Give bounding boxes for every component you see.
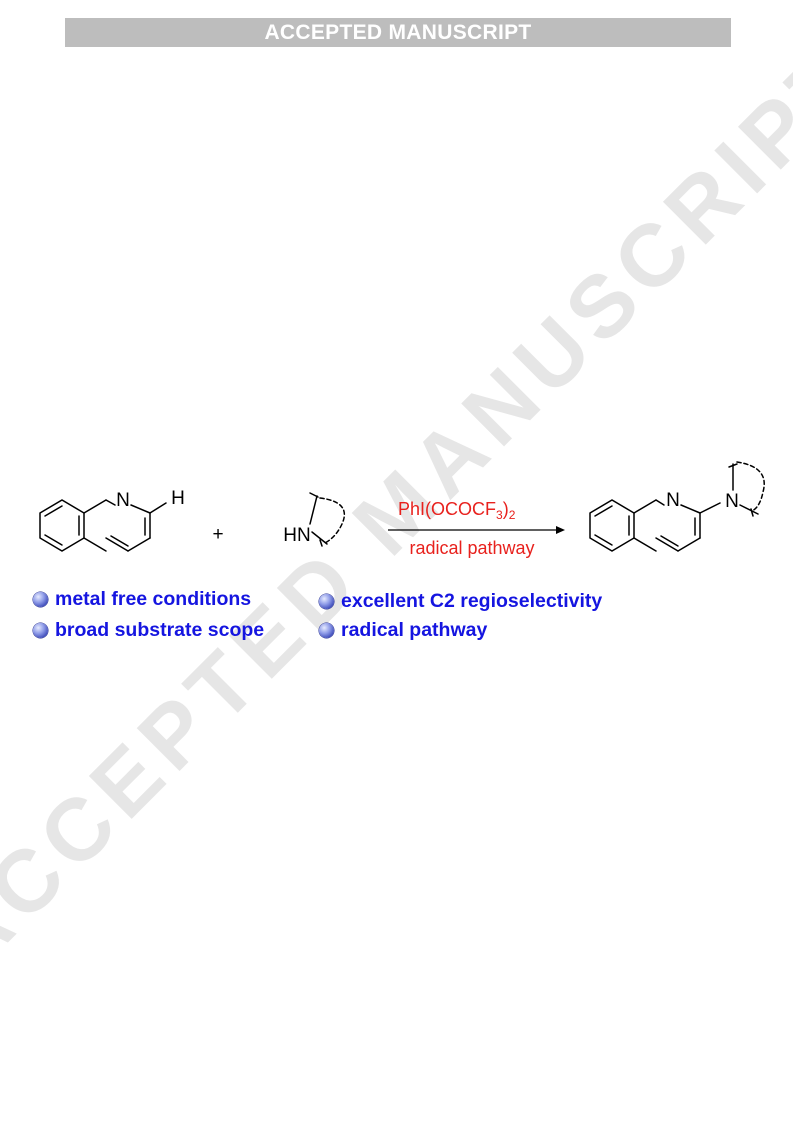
bullet-sphere-icon (319, 623, 334, 638)
bullet-sphere-icon (33, 592, 48, 607)
feature-item: metal free conditions (33, 588, 251, 611)
feature-item: broad substrate scope (33, 619, 264, 642)
reaction-scheme-svg: N H + HN PhI(OCOCF3)2 radical pathway (39, 461, 765, 558)
reaction-scheme: N H + HN PhI(OCOCF3)2 radical pathway (0, 440, 793, 585)
accepted-manuscript-banner: ACCEPTED MANUSCRIPT (65, 18, 731, 47)
feature-item: excellent C2 regioselectivity (319, 590, 602, 613)
feature-text: excellent C2 regioselectivity (341, 590, 603, 612)
condition-label: radical pathway (409, 538, 534, 558)
quinoline-n-label: N (116, 490, 130, 511)
feature-text: radical pathway (341, 619, 488, 641)
quinoline-reactant (39, 499, 167, 552)
bullet-sphere-icon (33, 623, 48, 638)
feature-text: broad substrate scope (55, 619, 265, 641)
bullet-sphere-icon (319, 594, 334, 609)
plus-sign: + (212, 524, 223, 545)
product-amine-n-label: N (725, 491, 739, 512)
feature-item: radical pathway (319, 619, 487, 642)
amine-reactant (309, 492, 346, 547)
reaction-arrow (388, 526, 565, 534)
feature-text: metal free conditions (55, 588, 252, 610)
aminoquinoline-product (589, 461, 765, 552)
feature-list: metal free conditions excellent C2 regio… (33, 588, 753, 658)
reagent-label: PhI(OCOCF3)2 (398, 499, 516, 522)
amine-label: HN (283, 525, 310, 546)
product-ring-n-label: N (666, 490, 680, 511)
quinoline-h-label: H (171, 488, 185, 509)
